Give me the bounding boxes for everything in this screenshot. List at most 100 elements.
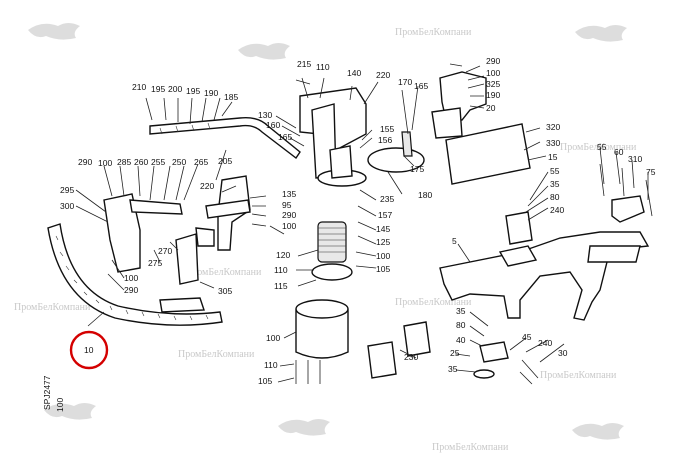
part-label: 275	[148, 258, 162, 268]
part-label: 105	[376, 264, 390, 274]
part-label: 100	[282, 221, 296, 231]
part-label: 100	[486, 68, 500, 78]
part-label: 295	[60, 185, 74, 195]
part-label: 105	[258, 376, 272, 386]
part-label: 300	[60, 201, 74, 211]
part-labels: 215 110 140 220 290 100 325 190 20 210 1…	[60, 56, 656, 386]
part-label: 40	[456, 335, 466, 345]
part-label: 205	[218, 156, 232, 166]
part-label: 180	[418, 190, 432, 200]
part-label: 170	[398, 77, 412, 87]
part-label: 290	[486, 56, 500, 66]
part-label: 305	[218, 286, 232, 296]
watermark-logo-icon	[28, 23, 627, 440]
part-label: 165	[278, 132, 292, 142]
part-label: 35	[456, 306, 466, 316]
part-label: 110	[316, 62, 330, 72]
part-label: 160	[266, 120, 280, 130]
part-label: 135	[282, 189, 296, 199]
part-label: 255	[151, 157, 165, 167]
part-label: 320	[546, 122, 560, 132]
part-label: 145	[376, 224, 390, 234]
top-right-bracket-part	[439, 71, 487, 121]
part-label: 190	[486, 90, 500, 100]
part-label: 35	[550, 179, 560, 189]
watermark-text: ПромБелКомпани	[540, 370, 617, 381]
part-label: 100	[124, 273, 138, 283]
part-label: 175	[410, 164, 424, 174]
part-label: 250	[172, 157, 186, 167]
part-label: 165	[414, 81, 428, 91]
part-label: 285	[117, 157, 131, 167]
part-label: 260	[134, 157, 148, 167]
part-label: 290	[78, 157, 92, 167]
part-label: 15	[548, 152, 558, 162]
part-label: 310	[628, 154, 642, 164]
watermarks: ПромБелКомпани ПромБелКомпани ПромБелКом…	[14, 23, 637, 453]
part-label: 45	[522, 332, 532, 342]
part-label: 155	[380, 124, 394, 134]
part-label: 230	[404, 352, 418, 362]
watermark-text: ПромБелКомпани	[395, 27, 472, 38]
part-label: 270	[158, 246, 172, 256]
watermark-text: ПромБелКомпани	[395, 297, 472, 308]
part-label: 55	[597, 142, 607, 152]
part-label: 190	[204, 88, 218, 98]
part-label: 100	[98, 158, 112, 168]
part-label: 290	[124, 285, 138, 295]
part-label: 220	[376, 70, 390, 80]
part-label: 125	[376, 237, 390, 247]
part-label: 60	[614, 147, 624, 157]
part-label: 115	[274, 281, 288, 291]
highlight-marker: 10	[69, 330, 109, 370]
part-label: 110	[274, 265, 288, 275]
part-label: 290	[282, 210, 296, 220]
watermark-text: ПромБелКомпани	[178, 349, 255, 360]
part-label: 100	[266, 333, 280, 343]
curved-bar-part	[47, 223, 223, 326]
part-label: 80	[550, 192, 560, 202]
part-label: 55	[550, 166, 560, 176]
watermark-text: ПромБелКомпани	[185, 267, 262, 278]
page-number: 100	[55, 398, 65, 412]
bottom-bracket-part	[403, 321, 431, 357]
leader-lines	[75, 65, 649, 383]
part-label: 240	[550, 205, 564, 215]
part-label: 30	[558, 348, 568, 358]
part-label: 325	[486, 79, 500, 89]
part-label: 195	[151, 84, 165, 94]
part-label: 100	[376, 251, 390, 261]
part-label: 156	[378, 135, 392, 145]
part-label: 195	[186, 86, 200, 96]
part-label: 120	[276, 250, 290, 260]
left-bracket-part	[103, 193, 141, 273]
watermark-text: ПромБелКомпани	[432, 442, 509, 453]
part-label: 110	[264, 360, 278, 370]
part-label: 5	[452, 236, 457, 246]
plate-part	[445, 123, 531, 185]
part-label: 235	[380, 194, 394, 204]
watermark-text: ПромБелКомпани	[560, 142, 637, 153]
drawing-code-block: SPJ2477 100	[42, 375, 65, 412]
part-label: 140	[347, 68, 361, 78]
part-label: 220	[200, 181, 214, 191]
part-label: 265	[194, 157, 208, 167]
highlight-circle-icon	[69, 330, 109, 370]
part-label: 185	[224, 92, 238, 102]
parts-drawing	[47, 63, 653, 385]
part-label: 75	[646, 167, 656, 177]
part-label: 215	[297, 59, 311, 69]
right-bracket-part	[611, 195, 645, 223]
part-label: 200	[168, 84, 182, 94]
left-bracket-rail	[129, 199, 183, 215]
part-label: 157	[378, 210, 392, 220]
part-label: 330	[546, 138, 560, 148]
part-label: 240	[538, 338, 552, 348]
drawing-code: SPJ2477	[42, 375, 52, 410]
highlighted-part-label: 10	[84, 345, 94, 355]
tube-part	[149, 116, 301, 160]
part-label: 210	[132, 82, 146, 92]
part-label: 80	[456, 320, 466, 330]
part-label: 20	[486, 103, 496, 113]
